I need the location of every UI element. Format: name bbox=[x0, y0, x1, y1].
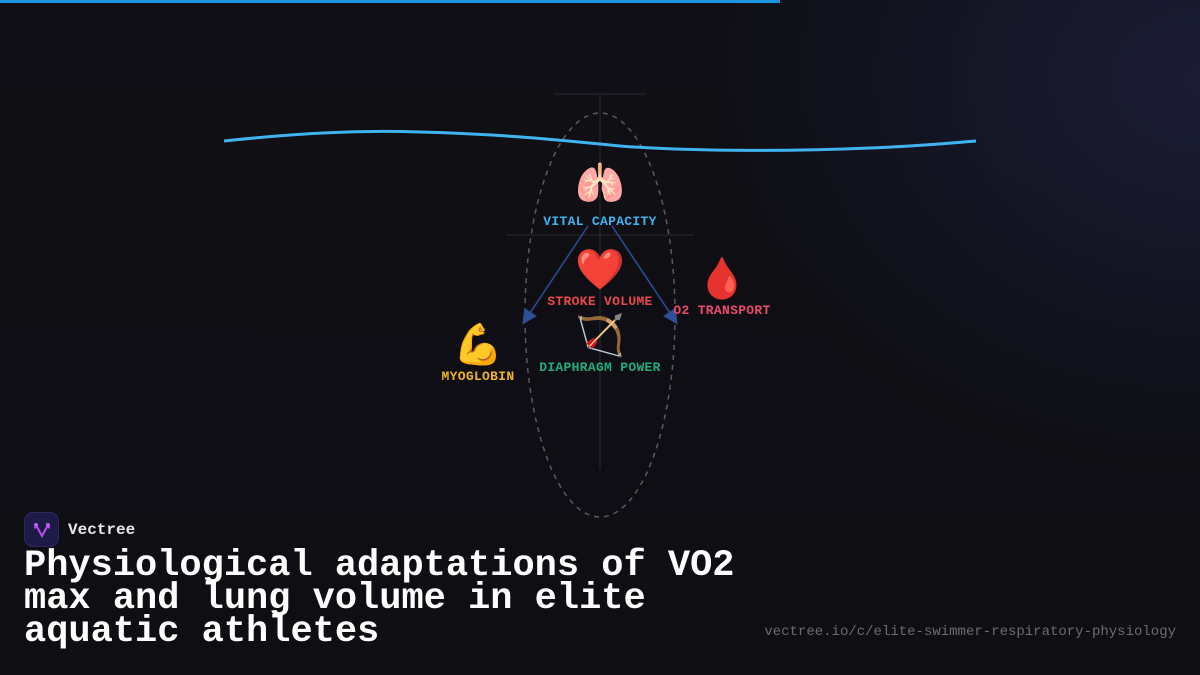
lungs-icon: 🫁 bbox=[575, 161, 625, 207]
source-url[interactable]: vectree.io/c/elite-swimmer-respiratory-p… bbox=[764, 624, 1176, 640]
arrow-to-o2-transport bbox=[611, 225, 678, 325]
blood-drop-icon: 🩸 bbox=[697, 256, 747, 302]
arrow-to-myoglobin bbox=[522, 225, 589, 325]
node-label: MYOGLOBIN bbox=[441, 369, 515, 384]
brand-name: Vectree bbox=[68, 520, 136, 539]
node-stroke-volume[interactable]: ❤️ STROKE VOLUME bbox=[547, 246, 652, 309]
flexed-biceps-icon: 💪 bbox=[453, 322, 503, 368]
node-label: VITAL CAPACITY bbox=[543, 214, 657, 229]
node-o2-transport[interactable]: 🩸 O2 TRANSPORT bbox=[673, 255, 770, 318]
node-diaphragm-power[interactable]: 🏹 DIAPHRAGM POWER bbox=[539, 312, 661, 375]
vectree-logo-icon bbox=[24, 512, 59, 547]
heart-icon: ❤️ bbox=[575, 247, 625, 293]
node-label: STROKE VOLUME bbox=[547, 294, 653, 309]
node-label: O2 TRANSPORT bbox=[673, 303, 771, 318]
node-vital-capacity[interactable]: 🫁 VITAL CAPACITY bbox=[543, 160, 656, 229]
wave-line bbox=[223, 129, 977, 152]
brand: Vectree bbox=[24, 512, 135, 547]
progress-bar bbox=[0, 0, 780, 3]
page-title: Physiological adaptations of VO2 max and… bbox=[24, 545, 735, 653]
bow-and-arrow-icon: 🏹 bbox=[575, 313, 625, 359]
node-label: DIAPHRAGM POWER bbox=[539, 360, 661, 375]
node-myoglobin[interactable]: 💪 MYOGLOBIN bbox=[442, 321, 515, 384]
